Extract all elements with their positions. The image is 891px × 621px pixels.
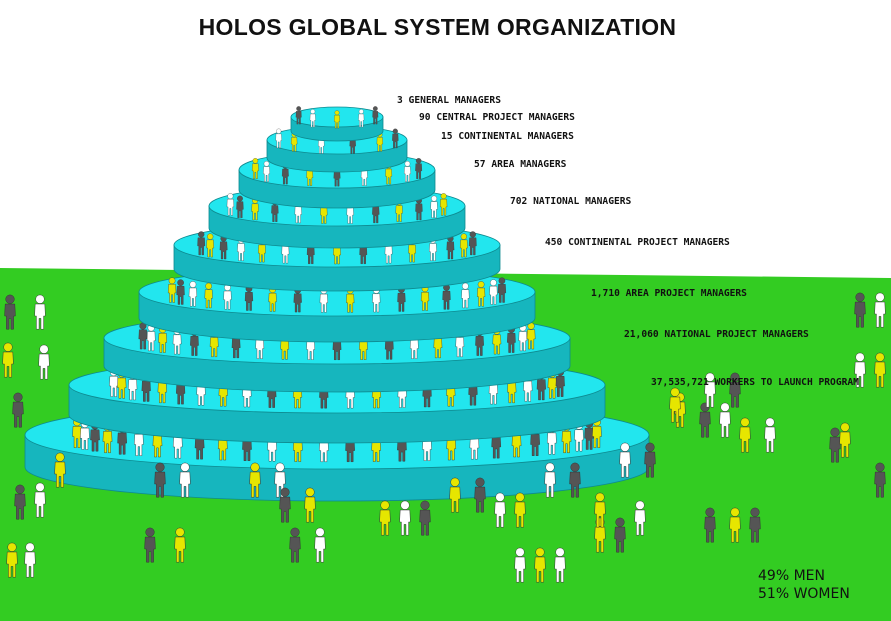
pyramid-tiers (24, 106, 650, 502)
tier-label-central-project-managers: 90 CENTRAL PROJECT MANAGERS (419, 112, 575, 123)
tier-1 (290, 106, 384, 142)
tier-label-area-managers: 57 AREA MANAGERS (474, 159, 567, 170)
tier-label-general-managers: 3 GENERAL MANAGERS (397, 95, 501, 106)
tier-label-continental-project-managers: 450 CONTINENTAL PROJECT MANAGERS (545, 237, 730, 248)
page-title: HOLOS GLOBAL SYSTEM ORGANIZATION (198, 14, 677, 40)
tier-label-workers: 37,535,721 WORKERS TO LAUNCH PROGRAM (651, 377, 859, 388)
tier-label-area-project-managers: 1,710 AREA PROJECT MANAGERS (591, 288, 747, 299)
women-percentage: 51% WOMEN (758, 586, 850, 602)
tier-label-national-managers: 702 NATIONAL MANAGERS (510, 196, 632, 207)
tier-label-national-project-managers: 21,060 NATIONAL PROJECT MANAGERS (624, 329, 809, 340)
men-percentage: 49% MEN (758, 568, 825, 584)
tier-label-continental-managers: 15 CONTINENTAL MANAGERS (441, 131, 574, 142)
